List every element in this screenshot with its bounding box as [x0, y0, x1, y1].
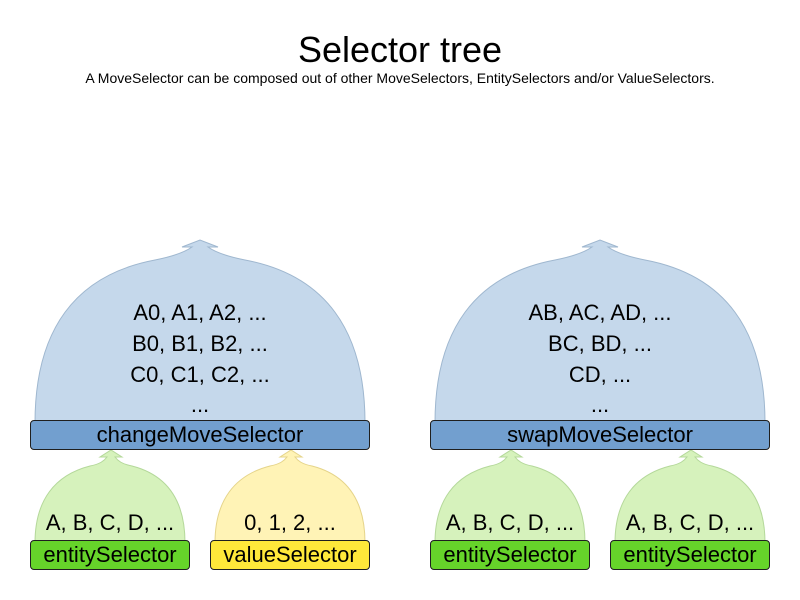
diagram-subtitle: A MoveSelector can be composed out of ot… — [85, 70, 715, 86]
move-list-line: ... — [590, 392, 610, 417]
move-list-line: A0, A1, A2, ... — [133, 300, 267, 325]
move-list-line: AB, AC, AD, ... — [528, 300, 672, 325]
swap-move-selector-node[interactable]: swapMoveSelector — [430, 420, 770, 450]
entity-selector-node[interactable]: entitySelector — [430, 540, 590, 570]
change-move-cloud — [34, 239, 366, 424]
entity-selector-node[interactable]: entitySelector — [30, 540, 190, 570]
entity-values-text: A, B, C, D, ... — [45, 510, 175, 535]
change-move-selector-node[interactable]: changeMoveSelector — [30, 420, 370, 450]
entity-values-text: A, B, C, D, ... — [445, 510, 575, 535]
entity-cloud — [434, 449, 586, 544]
move-list-line: BC, BD, ... — [548, 331, 652, 356]
diagram-title: Selector tree — [297, 29, 503, 70]
move-list-line: ... — [190, 392, 210, 417]
move-list-line: CD, ... — [568, 362, 632, 387]
swap-move-cloud — [434, 239, 766, 424]
move-list-line: C0, C1, C2, ... — [130, 362, 270, 387]
entity-cloud — [614, 449, 766, 544]
move-list-line: B0, B1, B2, ... — [132, 331, 268, 356]
value-cloud — [214, 449, 366, 544]
entity-cloud — [34, 449, 186, 544]
entity-selector-node[interactable]: entitySelector — [610, 540, 770, 570]
entity-values-text: A, B, C, D, ... — [625, 510, 755, 535]
value-values-text: 0, 1, 2, ... — [244, 510, 336, 535]
value-selector-node[interactable]: valueSelector — [210, 540, 370, 570]
